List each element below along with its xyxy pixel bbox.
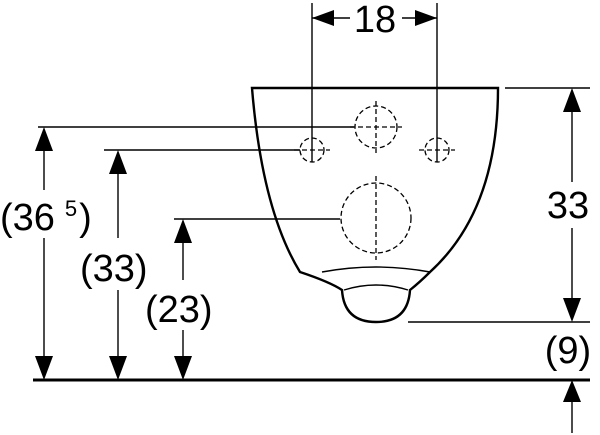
lower-hole-height-label: (33)	[80, 248, 148, 290]
bowl-height-label: 33	[547, 185, 589, 227]
bowl-clearance-dimension	[563, 380, 581, 433]
upper-hole-height-value: (36	[0, 197, 55, 239]
hole-crosshairs	[294, 101, 455, 260]
bowl-inner-line	[321, 266, 431, 273]
drain-height-dimension	[174, 219, 192, 380]
hole-spacing-dimension	[312, 10, 437, 26]
bowl-outline	[250, 86, 500, 324]
lower-hole-height-dimension	[109, 150, 127, 380]
hole-spacing-label: 18	[354, 0, 396, 41]
drain-connection	[340, 182, 412, 254]
bowl-clearance-label: (9)	[545, 330, 591, 372]
upper-hole-height-label: (36 5)	[0, 196, 92, 239]
bowl-height-dimension	[563, 88, 581, 322]
outlet-inner-line	[343, 284, 409, 291]
upper-hole-height-dimension	[35, 127, 53, 380]
upper-hole-height-superscript: 5	[65, 196, 77, 221]
drain-height-label: (23)	[145, 289, 213, 331]
upper-hole-height-close: )	[79, 197, 92, 239]
